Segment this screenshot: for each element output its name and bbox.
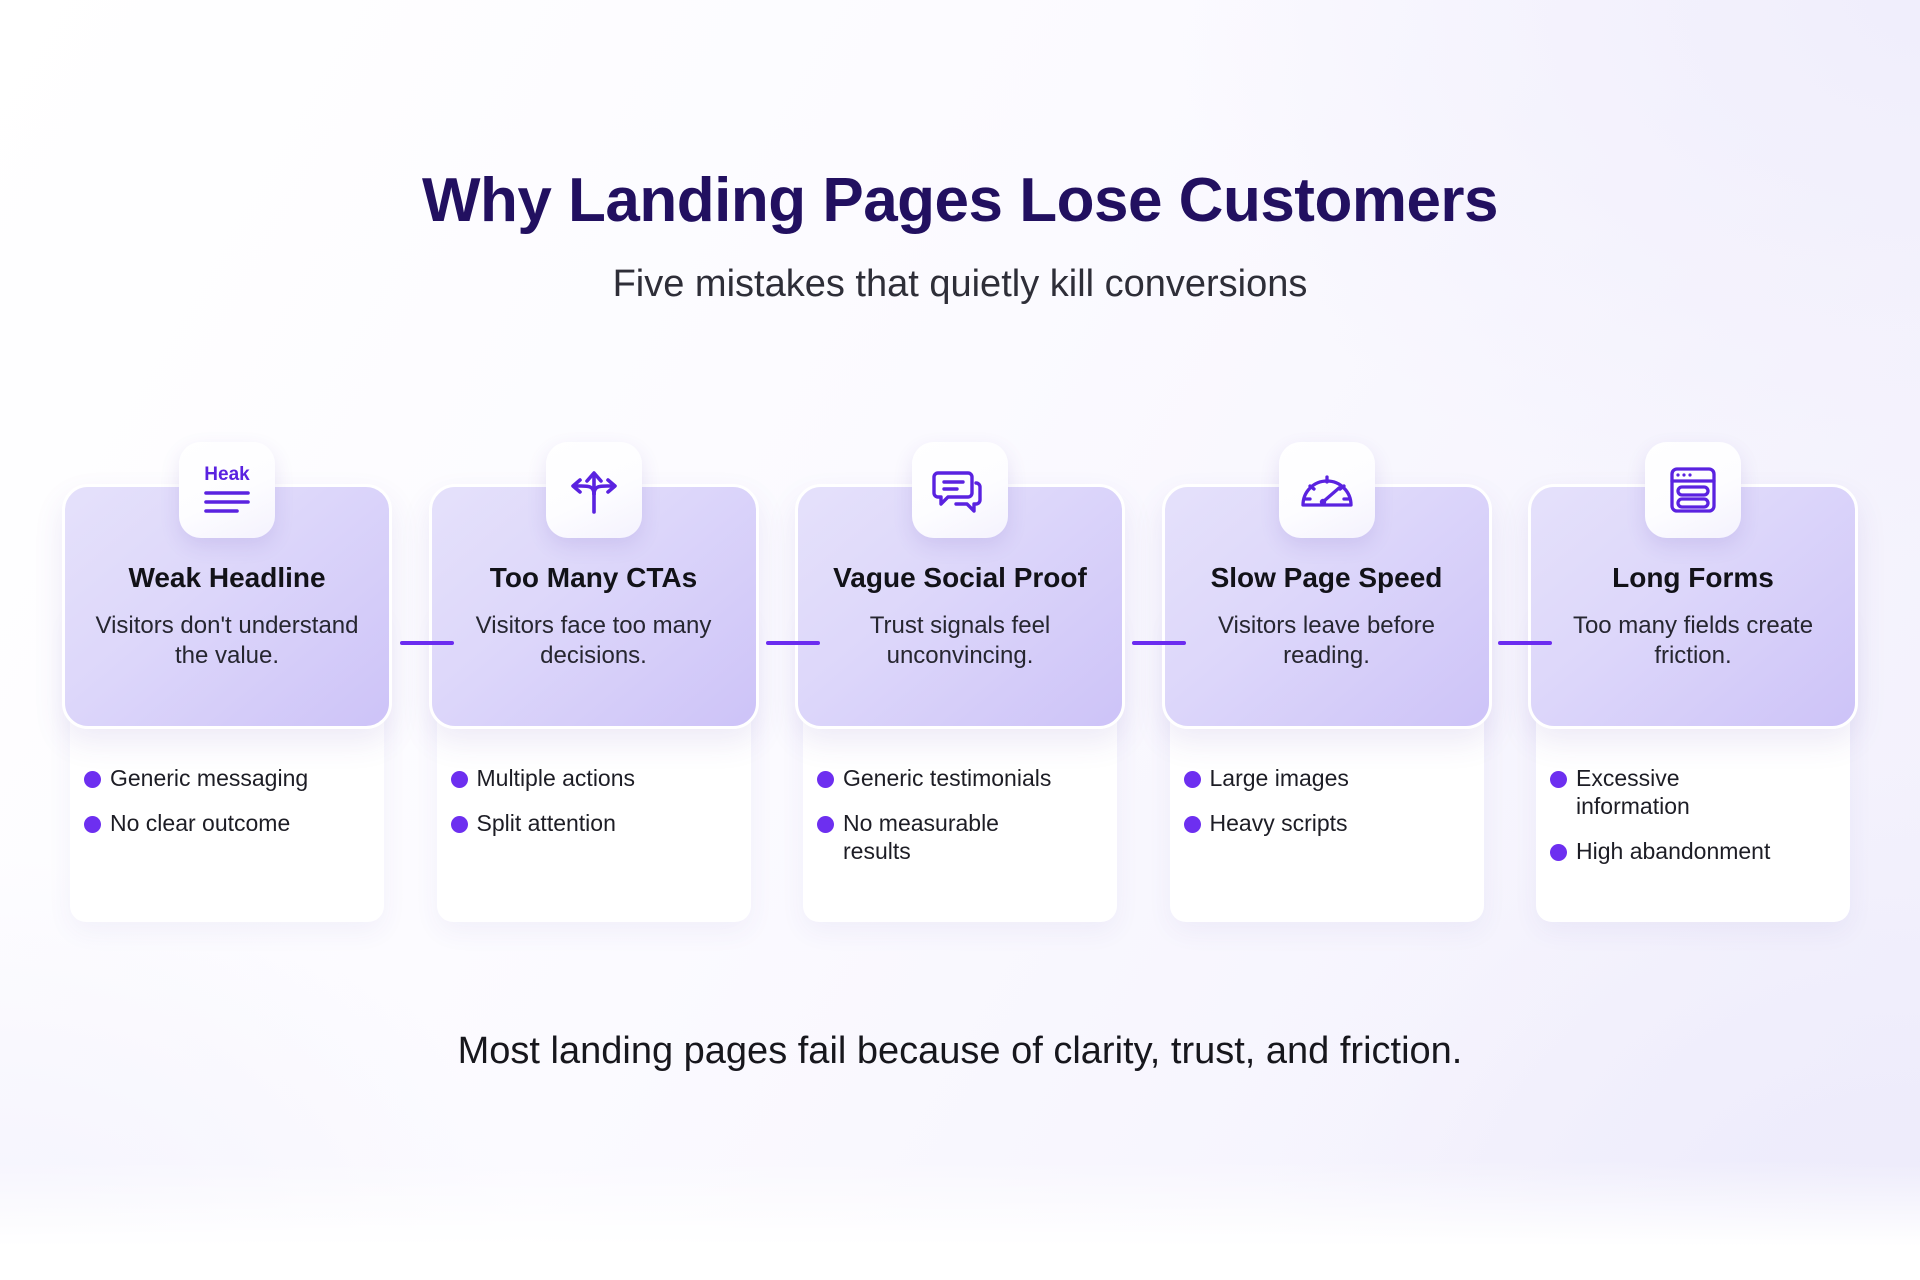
bullet-label: Generic testimonials xyxy=(843,765,1052,791)
connector-3-4 xyxy=(1132,641,1186,645)
bullet-label: Generic messaging xyxy=(110,765,309,791)
card-title: Weak Headline xyxy=(128,562,326,593)
card-title: Too Many CTAs xyxy=(489,562,698,593)
list-item: Split attention xyxy=(450,809,747,837)
card-title: Vague Social Proof xyxy=(833,562,1087,593)
speedometer-gauge-icon xyxy=(1278,442,1375,538)
page-subtitle: Five mistakes that quietly kill conversi… xyxy=(612,262,1308,305)
cards-row: Heak Weak Headline Visitors don't unders… xyxy=(62,442,1858,934)
bullet-dot-icon xyxy=(1550,844,1567,862)
mistake-card[interactable]: Vague Social Proof Trust signals feel un… xyxy=(795,442,1125,729)
list-item: No clear outcome xyxy=(84,809,380,837)
list-item: Generic messaging xyxy=(84,764,380,792)
card-column-vague-social-proof: Vague Social Proof Trust signals feel un… xyxy=(795,442,1125,934)
connector-4-5 xyxy=(1498,641,1552,645)
list-item: High abandonment xyxy=(1550,837,1846,865)
card-description: Trust signals feel unconvincing. xyxy=(869,611,1051,670)
list-item: Multiple actions xyxy=(450,764,747,792)
card-title: Slow Page Speed xyxy=(1210,562,1443,593)
bullet-dot-icon xyxy=(84,816,101,834)
bullet-dot-icon xyxy=(817,816,834,834)
bullet-dot-icon xyxy=(84,771,101,788)
bullet-list: Excessive information High abandonment xyxy=(1550,764,1846,882)
list-item: Large images xyxy=(1183,764,1480,792)
form-window-icon xyxy=(1645,442,1741,538)
header: Why Landing Pages Lose Customers Five mi… xyxy=(0,166,1920,308)
connector-1-2 xyxy=(400,641,454,645)
card-column-slow-page-speed: Slow Page Speed Visitors leave before re… xyxy=(1161,442,1492,934)
bullet-dot-icon xyxy=(817,771,834,788)
page-title: Why Landing Pages Lose Customers xyxy=(421,166,1499,235)
mistake-card[interactable]: Slow Page Speed Visitors leave before re… xyxy=(1161,442,1492,729)
card-description: Visitors don't understand the value. xyxy=(95,611,359,670)
svg-text:Heak: Heak xyxy=(204,464,250,485)
split-arrows-icon xyxy=(545,442,642,538)
bullet-label: Heavy scripts xyxy=(1209,810,1348,837)
bullet-label: Excessive information xyxy=(1576,765,1690,820)
list-item: Generic testimonials xyxy=(817,764,1113,792)
list-item: Excessive information xyxy=(1550,764,1846,820)
bullet-label: High abandonment xyxy=(1576,838,1771,865)
mistake-card[interactable]: Heak Weak Headline Visitors don't unders… xyxy=(62,442,392,729)
card-description: Too many fields create friction. xyxy=(1572,611,1814,670)
list-item: No measurable results xyxy=(817,809,1113,865)
bullet-list: Large images Heavy scripts xyxy=(1183,764,1480,854)
bullet-label: Large images xyxy=(1209,765,1349,791)
bullet-dot-icon xyxy=(1183,771,1201,788)
bullet-list: Generic messaging No clear outcome xyxy=(84,764,380,854)
mistake-card[interactable]: Long Forms Too many fields create fricti… xyxy=(1528,442,1858,729)
card-column-too-many-ctas: Too Many CTAs Visitors face too many dec… xyxy=(428,442,759,934)
footer-summary: Most landing pages fail because of clari… xyxy=(457,1030,1463,1072)
bullet-label: No clear outcome xyxy=(110,810,291,837)
bullet-label: No measurable results xyxy=(843,810,999,865)
bottom-fade-overlay xyxy=(0,1160,1920,1280)
headline-text-icon: Heak xyxy=(179,442,275,538)
card-column-weak-headline: Heak Weak Headline Visitors don't unders… xyxy=(62,442,392,934)
bullet-dot-icon xyxy=(450,771,468,788)
card-description: Visitors leave before reading. xyxy=(1217,611,1435,670)
bullet-list: Multiple actions Split attention xyxy=(450,764,747,854)
bullet-dot-icon xyxy=(1183,816,1201,834)
bullet-dot-icon xyxy=(1550,771,1567,788)
bullet-label: Multiple actions xyxy=(476,765,636,791)
bullet-label: Split attention xyxy=(476,810,616,837)
card-description: Visitors face too many decisions. xyxy=(475,611,712,670)
bullet-dot-icon xyxy=(450,816,468,834)
connector-2-3 xyxy=(766,641,820,645)
card-column-long-forms: Long Forms Too many fields create fricti… xyxy=(1528,442,1858,934)
footer: Most landing pages fail because of clari… xyxy=(0,1030,1920,1073)
bullet-list: Generic testimonials No measurable resul… xyxy=(817,764,1113,882)
list-item: Heavy scripts xyxy=(1183,809,1480,837)
speech-bubbles-icon xyxy=(912,442,1008,538)
card-title: Long Forms xyxy=(1612,562,1774,593)
mistake-card[interactable]: Too Many CTAs Visitors face too many dec… xyxy=(428,442,759,729)
